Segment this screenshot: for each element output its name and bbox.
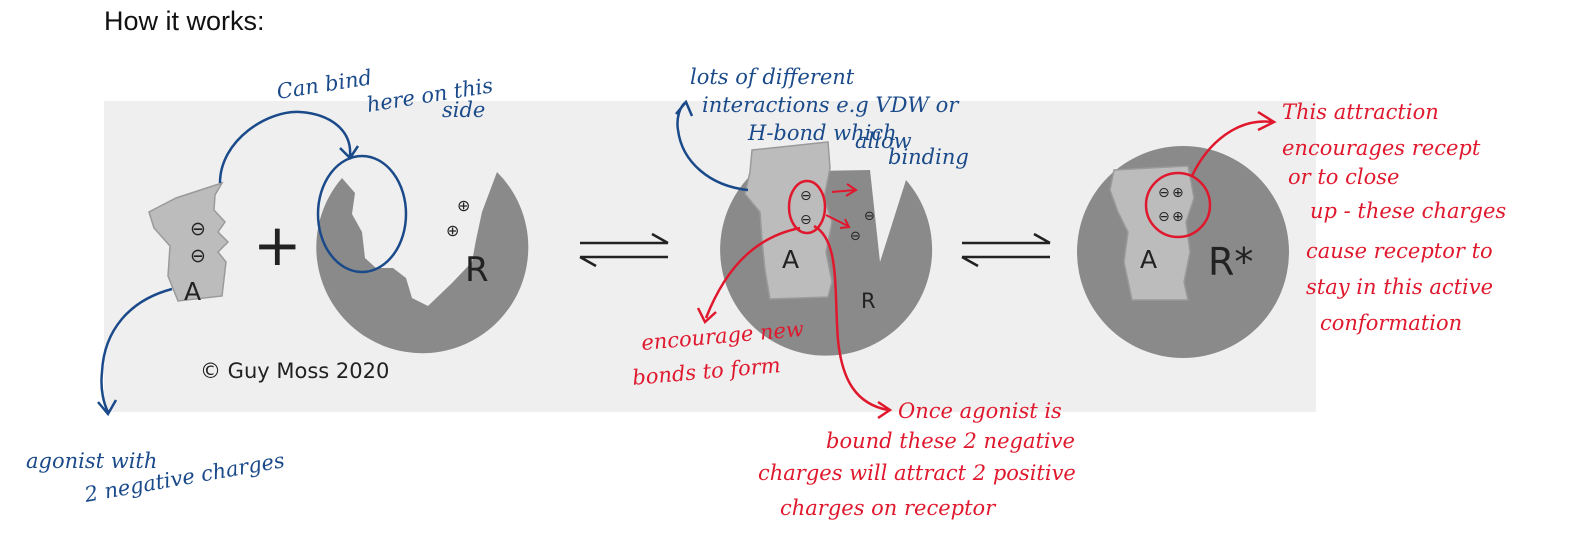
receptor-label-1: R xyxy=(465,250,489,290)
equilibrium-arrows-1 xyxy=(579,232,669,268)
pos-charge-2b: ⊖ xyxy=(850,229,861,244)
receptor-label-2: R xyxy=(861,289,876,313)
active-receptor-label: R* xyxy=(1208,240,1253,284)
charge-arrow-2a xyxy=(831,183,858,197)
note-interactions: lots of different interactions e.g VDW o… xyxy=(690,65,969,169)
page-heading: How it works: xyxy=(104,6,265,36)
agonist-label-2: A xyxy=(782,245,799,274)
agonist-label-3: A xyxy=(1140,245,1157,274)
neg-charge-2a: ⊖ xyxy=(800,188,812,204)
attraction-arrow xyxy=(1190,110,1277,177)
agonist-note-arrow xyxy=(97,287,173,417)
note-bind-site: Can bind xyxy=(275,65,373,104)
agonist-shape-3 xyxy=(1109,165,1195,301)
bind-site-arrow xyxy=(218,110,360,184)
note-bind-site-line3: side xyxy=(442,98,485,122)
new-bonds-arrow xyxy=(696,226,801,325)
receptor-shape-1 xyxy=(316,172,529,354)
charge-arrow-2b xyxy=(825,214,851,229)
agonist-label-1: A xyxy=(184,277,201,306)
charges-circle-3 xyxy=(1144,171,1212,239)
neg-charge-3b: ⊖ xyxy=(1158,209,1170,225)
note-once-bound: Once agonist is bound these 2 negative c… xyxy=(758,399,1083,520)
pos-charge-1a: ⊕ xyxy=(457,196,470,215)
equilibrium-arrows-2 xyxy=(961,232,1051,268)
note-attraction: This attraction encourages recept or to … xyxy=(1282,100,1513,335)
note-agonist: agonist with xyxy=(26,449,157,473)
neg-charge-1b: ⊖ xyxy=(190,245,206,267)
once-bound-arrow xyxy=(813,224,893,420)
plus-sign: + xyxy=(253,211,302,279)
copyright-text: © Guy Moss 2020 xyxy=(200,359,389,383)
pos-charge-3b: ⊕ xyxy=(1172,209,1184,225)
bind-site-circle xyxy=(316,154,408,274)
pos-charge-2a: ⊖ xyxy=(864,209,875,224)
pos-charge-3a: ⊕ xyxy=(1172,185,1184,201)
neg-charge-1a: ⊖ xyxy=(190,218,206,240)
interactions-arrow xyxy=(675,99,749,192)
charges-circle-2 xyxy=(787,179,827,235)
neg-charge-2b: ⊖ xyxy=(800,212,812,228)
agonist-shape-1 xyxy=(148,181,230,302)
pos-charge-1b: ⊕ xyxy=(446,221,459,240)
neg-charge-3a: ⊖ xyxy=(1158,185,1170,201)
